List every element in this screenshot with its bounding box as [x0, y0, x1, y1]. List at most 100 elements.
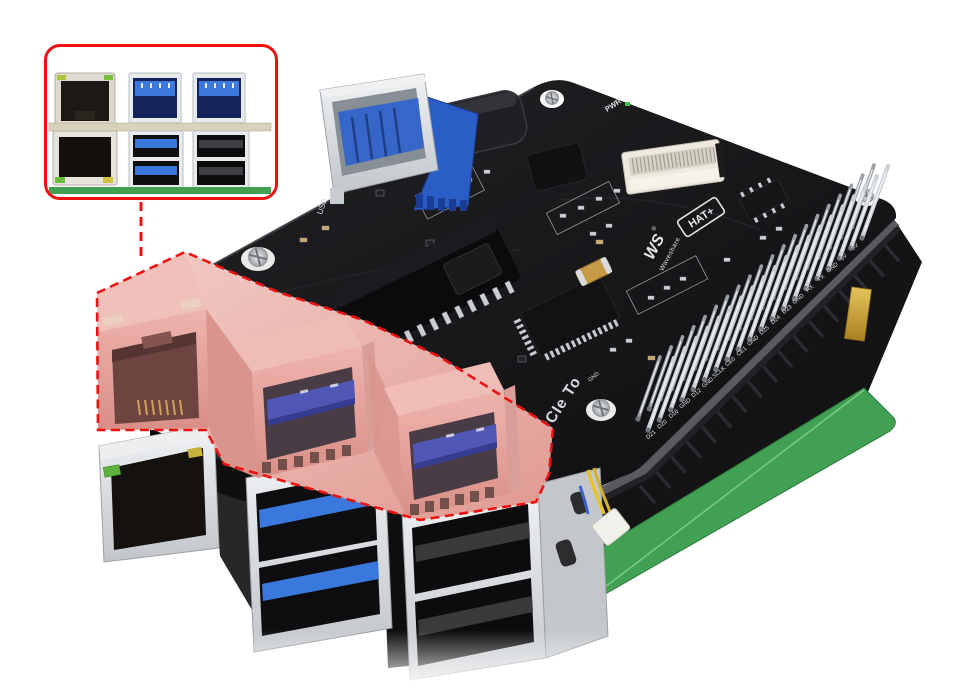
gpio-pin-back-highlight: [650, 351, 671, 404]
vertical-usb3-port: [319, 73, 479, 211]
chip-lead: [544, 352, 550, 361]
fpc-pin: [643, 156, 647, 172]
gpio-pin-base: [825, 265, 831, 271]
fan-wire-yellow: [586, 469, 606, 515]
gpio-socket-slot: [852, 273, 870, 293]
chip-lead: [607, 321, 614, 330]
gpio-pin-base: [769, 316, 775, 322]
callout-inset: [44, 44, 278, 200]
chip-lead: [554, 347, 561, 356]
fpc-pin: [685, 150, 690, 166]
fan-connector: [578, 467, 631, 546]
gpio-pin-back-highlight: [639, 361, 659, 414]
fpc-pin: [666, 153, 670, 169]
chip-lead: [466, 299, 477, 313]
gpio-pin-highlight: [694, 322, 718, 384]
gpio-pin-base: [848, 245, 854, 251]
gpio-pin-label: D24: [770, 314, 783, 326]
gpio-pin-base: [836, 255, 843, 261]
mounting-tab: [330, 188, 344, 204]
gpio-socket-slot: [714, 409, 733, 429]
gpio-pin-label: D12: [691, 388, 703, 399]
usb-mount-teeth: [262, 445, 351, 473]
chip-lead: [602, 324, 609, 333]
usb3-tongue: [413, 424, 497, 464]
fpc-pin: [654, 155, 659, 171]
gpio-pin-highlight: [841, 191, 865, 252]
gpio-pin-base: [746, 336, 752, 342]
gpio-pin-back-base: [646, 406, 652, 412]
chip-lead: [613, 319, 619, 327]
gpio-pin-back-base: [635, 416, 641, 422]
fpc-pin: [650, 155, 655, 171]
gpio-socket-slot: [821, 303, 840, 323]
highlighted-ports: [95, 250, 555, 522]
soic-chip: [739, 177, 789, 223]
gpio-pin-label: D21: [645, 430, 657, 441]
fan-wire-blue: [578, 485, 590, 515]
gpio-pin-highlight: [818, 211, 842, 272]
usb2-tongue: [418, 596, 533, 636]
fpc-pin: [670, 152, 674, 168]
chip-lead: [521, 334, 530, 341]
fpc-pin: [693, 149, 697, 165]
gpio-pin-label: CE1: [736, 346, 748, 358]
gpio-pin-base: [724, 356, 730, 362]
rj45-gold-pin: [158, 399, 162, 416]
chip-lead: [597, 327, 603, 335]
chip-lead: [549, 350, 556, 358]
gpio-pin-label: D23: [781, 304, 793, 315]
gpio-pin-highlight: [796, 231, 820, 293]
gpio-pin-highlight: [785, 241, 808, 303]
mounting-screw: [586, 399, 616, 421]
led-window: [102, 314, 124, 326]
chip-lead: [479, 292, 490, 307]
led-window: [180, 298, 202, 310]
gpio-pin-highlight: [728, 292, 752, 353]
chip-lead: [513, 318, 522, 324]
usb3-tongue: [262, 561, 379, 601]
fpc-pin: [689, 150, 693, 166]
gpio-socket-slot: [699, 424, 718, 444]
chip-lead: [516, 323, 524, 330]
gpio-pin-highlight: [807, 221, 831, 283]
fpc-pin: [674, 152, 678, 168]
gpio-pin-base: [791, 296, 798, 302]
gpio-pin-highlight: [717, 302, 741, 363]
gpio-pin-highlight: [852, 181, 876, 242]
pi-ethernet-port: [98, 423, 220, 563]
usb2-tongue: [415, 522, 530, 562]
gpio-pin-base: [780, 306, 786, 312]
usb3-tongue: [267, 380, 355, 420]
fpc-pin: [701, 148, 705, 164]
gpio-socket-slot: [638, 484, 657, 505]
gpio-pin-label: RX: [805, 284, 815, 294]
inset-pi-usb3-stack: [128, 130, 184, 190]
gpio-pin-base: [712, 366, 719, 372]
ethernet-led-amber: [187, 446, 203, 459]
chip-lead: [581, 334, 588, 343]
chip-lead: [504, 280, 515, 295]
inset-pcb-edge: [48, 122, 272, 132]
gpio-pin-highlight: [649, 363, 673, 424]
gpio-pin-base: [679, 397, 685, 403]
gpio-pin-label: 5V: [839, 253, 848, 262]
inset-hat-ethernet-port: [54, 72, 116, 128]
fan-wire-yellow: [592, 467, 612, 513]
chip-lead: [491, 286, 503, 301]
gpio-socket-slot: [669, 454, 687, 474]
inset-led: [55, 177, 65, 183]
inset-pi-usb2-stack: [192, 130, 250, 190]
fpc-pin: [647, 156, 651, 172]
mounting-screw: [540, 90, 564, 108]
gpio-pin-highlight: [863, 171, 887, 232]
rj45-gold-pin: [172, 399, 176, 416]
fpc-pin: [635, 157, 639, 173]
gpio-pin-base: [645, 427, 651, 433]
fpc-pin: [708, 147, 713, 163]
power-inductor: [527, 142, 588, 192]
inset-ports-front-view: [48, 72, 272, 194]
highlight-outline: [95, 250, 555, 522]
